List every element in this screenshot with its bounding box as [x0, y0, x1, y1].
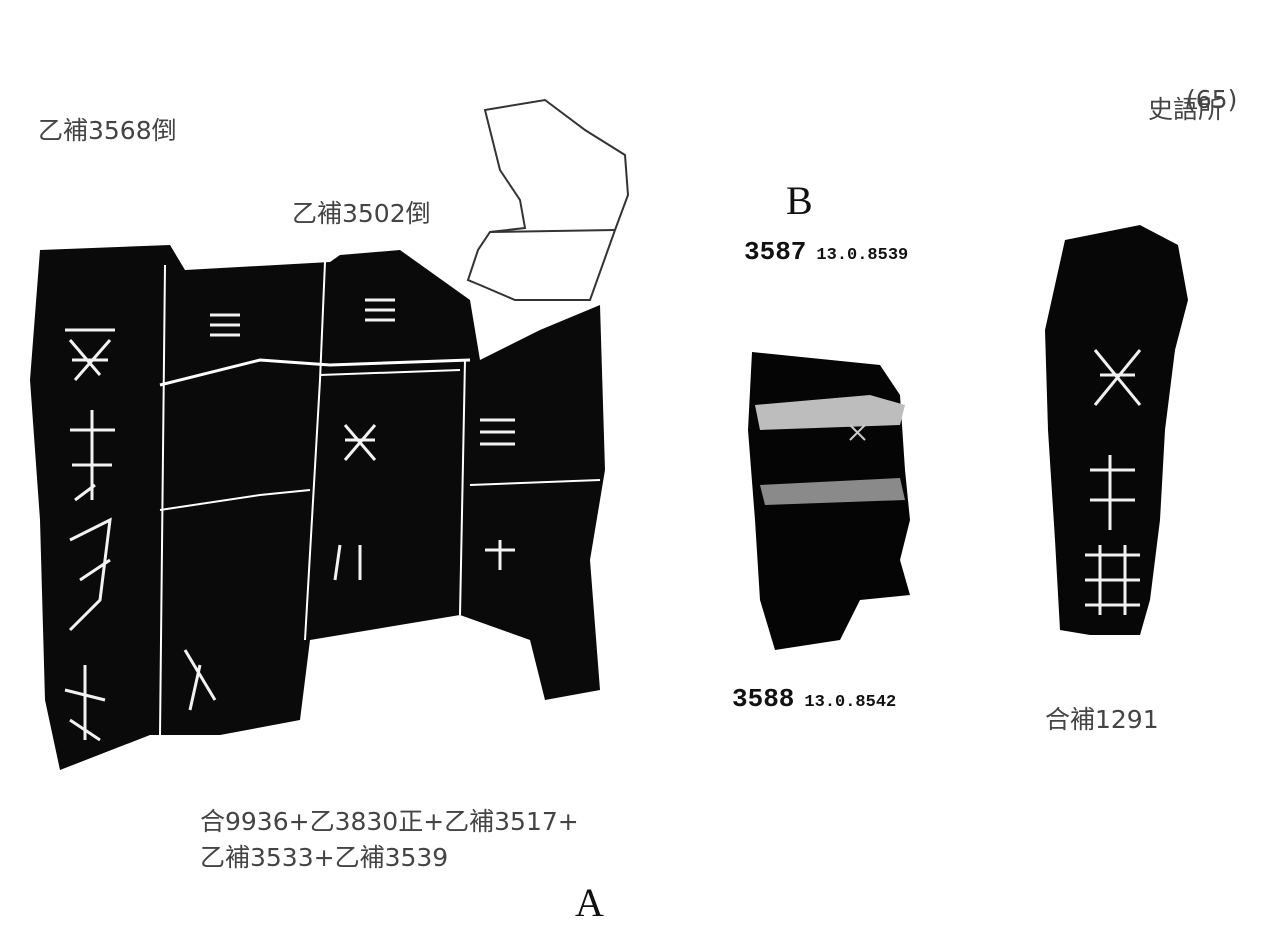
catalog-3588: 3588 13.0.8542	[732, 684, 896, 714]
marker-b: B	[786, 178, 813, 223]
label-yibu-3568: 乙補3568倒	[38, 116, 177, 145]
catalog-3587-code: 13.0.8539	[816, 246, 909, 265]
institution-label: 史語所	[1148, 95, 1224, 124]
marker-a: A	[575, 880, 604, 925]
catalog-3587: 3587 13.0.8539	[744, 237, 908, 267]
page-number: (65)	[1186, 85, 1238, 114]
caption-a-line1: 合9936+乙3830正+乙補3517+	[200, 807, 579, 836]
caption-a-line2: 乙補3533+乙補3539	[200, 843, 449, 872]
catalog-3588-number: 3588	[732, 684, 795, 714]
rubbing-b-center	[748, 352, 910, 650]
rubbing-b-right	[1045, 225, 1188, 635]
catalog-3587-number: 3587	[744, 237, 807, 267]
label-yibu-3502: 乙補3502倒	[292, 199, 431, 228]
catalog-3588-code: 13.0.8542	[804, 693, 897, 712]
label-hebu-1291: 合補1291	[1045, 705, 1159, 734]
rubbing-a	[30, 98, 630, 770]
